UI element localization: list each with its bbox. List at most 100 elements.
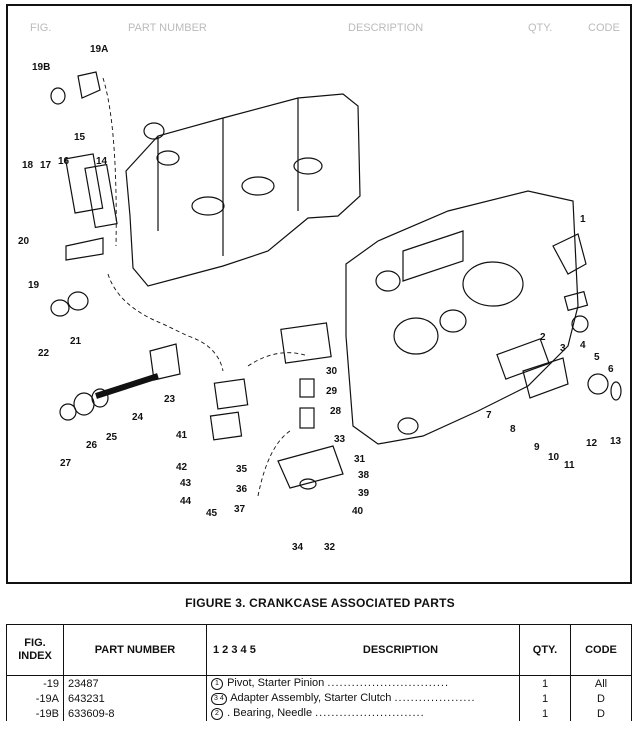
part-41-cover [213, 378, 249, 410]
part-15-cover [64, 153, 104, 214]
cell-code: D [570, 706, 632, 721]
figure-caption: FIGURE 3. CRANKCASE ASSOCIATED PARTS [185, 596, 455, 610]
callout-22: 22 [38, 348, 50, 359]
part-27-nut [59, 403, 77, 421]
cell-qty: 1 [519, 706, 571, 721]
callout-17: 17 [40, 160, 52, 171]
callout-20: 20 [18, 236, 30, 247]
description-text: Adapter Assembly, Starter Clutch [230, 692, 392, 705]
part-19b-bearing [50, 87, 66, 105]
part-30-gasket [280, 322, 332, 364]
right-crankcase-half [345, 190, 579, 445]
callout-6: 6 [608, 364, 614, 375]
header-indent-levels: 1 2 3 4 5 [213, 644, 256, 656]
indent-mark: 1 [211, 677, 223, 690]
part-19a-adapter [77, 71, 101, 99]
part-12-gear [587, 373, 609, 395]
right-boss-1 [375, 270, 401, 292]
callout-23: 23 [164, 394, 176, 405]
callout-33: 33 [334, 434, 346, 445]
header-fig-line2: INDEX [18, 650, 52, 662]
callout-45: 45 [206, 508, 218, 519]
part-33-bushing [299, 407, 315, 429]
callout-43: 43 [180, 478, 192, 489]
crankcase-exploded-diagram: 1 2 3 4 5 6 7 8 9 10 11 12 13 14 15 16 1… [18, 44, 622, 553]
callout-19: 19 [28, 280, 40, 291]
callout-36: 36 [236, 484, 248, 495]
callout-7: 7 [486, 410, 492, 421]
crankcase-line-art [50, 71, 622, 497]
callout-19a: 19A [90, 44, 108, 55]
cell-qty: 1 [519, 675, 571, 691]
callout-8: 8 [510, 424, 516, 435]
header-part-number: PART NUMBER [63, 624, 207, 676]
table-header-row: FIG. INDEX PART NUMBER 1 2 3 4 5 DESCRIP… [6, 624, 632, 676]
left-crankcase-half [125, 93, 361, 287]
callout-32: 32 [324, 542, 336, 553]
part-26-seal [73, 392, 95, 416]
callout-9: 9 [534, 442, 540, 453]
callout-10: 10 [548, 452, 560, 463]
part-23-sleeve [149, 343, 181, 381]
part-34-oring [299, 478, 317, 490]
cell-code: All [570, 675, 632, 691]
cylinder-boss [156, 150, 180, 166]
callout-34: 34 [292, 542, 304, 553]
description-text: Pivot, Starter Pinion [227, 677, 325, 690]
header-description-cell: 1 2 3 4 5 DESCRIPTION [206, 624, 520, 676]
cell-index: -19A [6, 691, 64, 706]
bearing-bore-3 [293, 157, 323, 175]
ghost-fig: FIG. [30, 22, 52, 34]
callout-4: 4 [580, 340, 586, 351]
part-7-gasket [496, 338, 550, 380]
callout-13: 13 [610, 436, 622, 447]
right-bore-large [462, 261, 524, 307]
part-19-pivot [65, 237, 104, 261]
part-1-elbow [552, 233, 587, 275]
callout-12: 12 [586, 438, 598, 449]
callout-27: 27 [60, 458, 72, 469]
callout-28: 28 [330, 406, 342, 417]
indent-mark: 3 4 [211, 692, 227, 705]
assembly-leader-lines [102, 77, 309, 497]
leader-dots: .............................. [327, 677, 450, 690]
indent-mark: 2 [211, 707, 223, 720]
part-2-gasket [563, 290, 589, 312]
cell-part-number: 633609-8 [63, 706, 207, 721]
cell-description: 3 4 Adapter Assembly, Starter Clutch ...… [206, 691, 520, 706]
bearing-bore-2 [241, 176, 275, 196]
part-31-housing [277, 445, 344, 489]
table-row: -19 23487 1 Pivot, Starter Pinion ......… [6, 675, 632, 691]
part-14-gasket [84, 163, 118, 229]
right-bore-2 [393, 317, 439, 355]
cell-part-number: 23487 [63, 675, 207, 691]
callout-25: 25 [106, 432, 118, 443]
callout-21: 21 [70, 336, 82, 347]
part-28-bushing [299, 378, 315, 398]
callout-14: 14 [96, 156, 108, 167]
header-code: CODE [570, 624, 632, 676]
callout-3: 3 [560, 343, 566, 354]
callout-24: 24 [132, 412, 144, 423]
table-row: -19B 633609-8 2 . Bearing, Needle ......… [6, 706, 632, 721]
cell-code: D [570, 691, 632, 706]
callout-39: 39 [358, 488, 370, 499]
part-13-ring [610, 381, 622, 401]
part-24-shaft [95, 373, 159, 399]
figure-frame: FIG. PART NUMBER DESCRIPTION QTY. CODE [6, 4, 632, 584]
header-description: DESCRIPTION [362, 644, 439, 656]
ghost-qty: QTY. [528, 22, 553, 34]
part-22-washer [50, 299, 70, 317]
callout-41: 41 [176, 430, 188, 441]
part-8-pump [522, 357, 569, 399]
callout-42: 42 [176, 462, 188, 473]
cell-description: 2 . Bearing, Needle ....................… [206, 706, 520, 721]
callout-1: 1 [580, 214, 586, 225]
callout-40: 40 [352, 506, 364, 517]
leader-dots: ........................... [315, 707, 425, 720]
ghost-desc: DESCRIPTION [348, 22, 424, 34]
part-42-gasket [209, 411, 243, 441]
callout-30: 30 [326, 366, 338, 377]
header-fig-index: FIG. INDEX [6, 624, 64, 676]
callout-19b: 19B [32, 62, 50, 73]
